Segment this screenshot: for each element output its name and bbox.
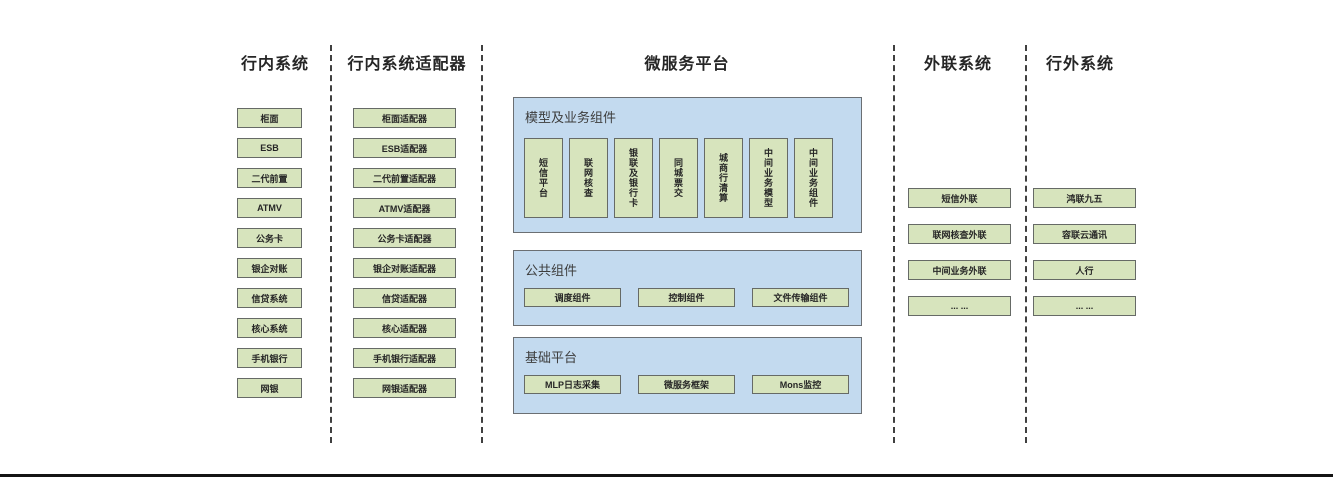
separator-line-4 <box>1025 45 1027 443</box>
panel-base-platform: 基础平台 MLP日志采集 微服务框架 Mons监控 <box>513 337 862 414</box>
adapter-box: 核心适配器 <box>353 318 456 338</box>
outbound-systems-column: 短信外联 联网核查外联 中间业务外联 ... ... <box>908 188 1011 316</box>
adapter-box: 银企对账适配器 <box>353 258 456 278</box>
header-outbound-systems: 外联系统 <box>923 56 993 73</box>
component-box: Mons监控 <box>752 375 849 394</box>
outbound-box: ... ... <box>908 296 1011 316</box>
outbound-box: 联网核查外联 <box>908 224 1011 244</box>
component-box: 微服务框架 <box>638 375 735 394</box>
panel-common-components: 公共组件 调度组件 控制组件 文件传输组件 <box>513 250 862 326</box>
header-external-systems: 行外系统 <box>1045 56 1115 73</box>
internal-adapters-column: 柜面适配器 ESB适配器 二代前置适配器 ATMV适配器 公务卡适配器 银企对账… <box>353 108 456 398</box>
adapter-box: ESB适配器 <box>353 138 456 158</box>
panel-label: 公共组件 <box>525 263 578 278</box>
external-box: 容联云通讯 <box>1033 224 1136 244</box>
outbound-box: 中间业务外联 <box>908 260 1011 280</box>
separator-line-3 <box>893 45 895 443</box>
separator-line-1 <box>330 45 332 443</box>
component-box: 中间业务组件 <box>794 138 833 218</box>
header-microservice-platform: 微服务平台 <box>644 56 730 73</box>
system-box: 银企对账 <box>237 258 302 278</box>
adapter-box: 公务卡适配器 <box>353 228 456 248</box>
model-component-boxes: 短信平台 联网核查 银联及银行卡 同城票交 城商行清算 中间业务模型 中间业务组… <box>524 138 833 218</box>
outbound-box: 短信外联 <box>908 188 1011 208</box>
bottom-divider-line <box>0 474 1333 477</box>
system-box: 信贷系统 <box>237 288 302 308</box>
system-box: 手机银行 <box>237 348 302 368</box>
system-box: 核心系统 <box>237 318 302 338</box>
external-systems-column: 鸿联九五 容联云通讯 人行 ... ... <box>1033 188 1136 316</box>
system-box: 网银 <box>237 378 302 398</box>
component-box: 短信平台 <box>524 138 563 218</box>
system-box: 柜面 <box>237 108 302 128</box>
adapter-box: 柜面适配器 <box>353 108 456 128</box>
external-box: ... ... <box>1033 296 1136 316</box>
component-box: 城商行清算 <box>704 138 743 218</box>
external-box: 鸿联九五 <box>1033 188 1136 208</box>
adapter-box: 网银适配器 <box>353 378 456 398</box>
system-box: ATMV <box>237 198 302 218</box>
panel-label: 模型及业务组件 <box>525 110 617 125</box>
header-internal-adapters: 行内系统适配器 <box>347 56 467 73</box>
external-box: 人行 <box>1033 260 1136 280</box>
system-box: ESB <box>237 138 302 158</box>
component-box: MLP日志采集 <box>524 375 621 394</box>
component-box: 控制组件 <box>638 288 735 307</box>
header-internal-systems: 行内系统 <box>240 56 310 73</box>
panel-model-business-components: 模型及业务组件 短信平台 联网核查 银联及银行卡 同城票交 城商行清算 中间业务… <box>513 97 862 233</box>
component-box: 文件传输组件 <box>752 288 849 307</box>
component-box: 中间业务模型 <box>749 138 788 218</box>
adapter-box: ATMV适配器 <box>353 198 456 218</box>
component-box: 调度组件 <box>524 288 621 307</box>
separator-line-2 <box>481 45 483 443</box>
panel-label: 基础平台 <box>525 350 578 365</box>
adapter-box: 手机银行适配器 <box>353 348 456 368</box>
base-platform-boxes: MLP日志采集 微服务框架 Mons监控 <box>524 375 849 394</box>
internal-systems-column: 柜面 ESB 二代前置 ATMV 公务卡 银企对账 信贷系统 核心系统 手机银行… <box>237 108 302 398</box>
system-box: 公务卡 <box>237 228 302 248</box>
component-box: 同城票交 <box>659 138 698 218</box>
common-component-boxes: 调度组件 控制组件 文件传输组件 <box>524 288 849 307</box>
adapter-box: 二代前置适配器 <box>353 168 456 188</box>
component-box: 银联及银行卡 <box>614 138 653 218</box>
adapter-box: 信贷适配器 <box>353 288 456 308</box>
component-box: 联网核查 <box>569 138 608 218</box>
system-box: 二代前置 <box>237 168 302 188</box>
